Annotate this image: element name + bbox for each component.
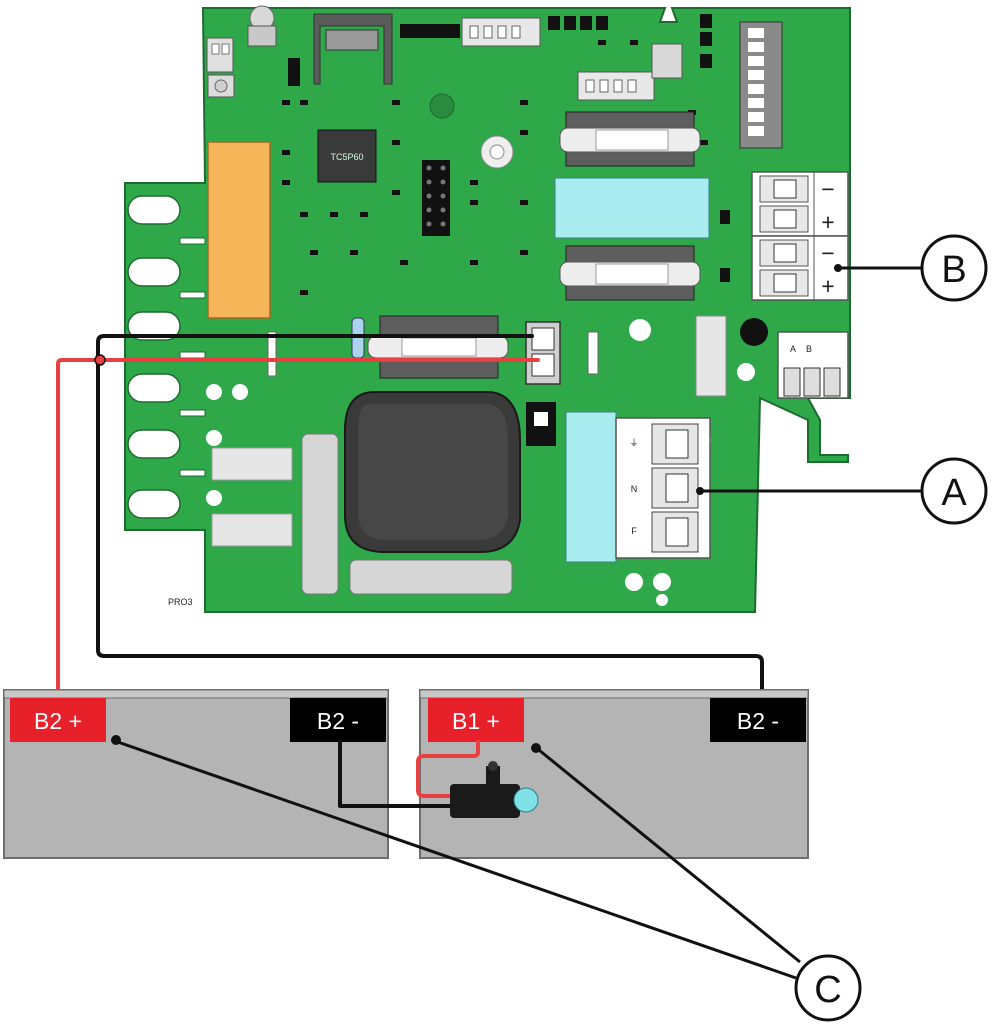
terminal-label-a: A bbox=[790, 344, 796, 354]
chip-marking: TC5P60 bbox=[330, 152, 363, 162]
battery-link bbox=[338, 740, 480, 808]
black-wire-main bbox=[96, 334, 764, 702]
battery-left: B2 + B2 - bbox=[3, 689, 389, 859]
fuse-lower bbox=[559, 245, 701, 301]
varistor bbox=[301, 433, 339, 595]
signal-terminal-ab: A B bbox=[777, 331, 849, 399]
battery-right-positive-terminal bbox=[428, 698, 524, 742]
fuse-upper bbox=[559, 111, 701, 167]
control-board: TC5P60 bbox=[124, 5, 851, 613]
relay bbox=[207, 141, 271, 319]
wiring bbox=[56, 334, 764, 702]
callout-leaders bbox=[111, 266, 922, 980]
battery-right: B1 + B2 - bbox=[419, 689, 809, 859]
battery-left-positive-label: B2 + bbox=[34, 708, 82, 734]
callout-c-letter: C bbox=[814, 969, 841, 1011]
board-model-label: PRO3 bbox=[168, 597, 193, 607]
resistor-block-1 bbox=[211, 447, 293, 481]
callout-a-letter: A bbox=[941, 472, 967, 514]
earth-mark: ⏚ bbox=[629, 438, 638, 448]
top-connector bbox=[206, 37, 234, 73]
battery-right-negative-terminal bbox=[710, 698, 806, 742]
capacitor-block-lower bbox=[565, 411, 617, 563]
neutral-mark: N bbox=[631, 484, 638, 494]
power-resistor bbox=[349, 559, 513, 595]
battery-right-positive-label: B1 + bbox=[452, 708, 500, 734]
terminal-sign: − bbox=[821, 240, 834, 266]
terminal-sign: + bbox=[821, 273, 834, 299]
dip-switch-bank bbox=[739, 21, 783, 149]
microcontroller bbox=[317, 129, 377, 183]
battery-left-negative-label: B2 - bbox=[317, 708, 359, 734]
callout-b-letter: B bbox=[941, 249, 966, 291]
battery-left-negative-terminal bbox=[290, 698, 386, 742]
pin-header bbox=[422, 160, 450, 236]
red-wire-main bbox=[56, 358, 540, 702]
terminal-sign: − bbox=[821, 176, 834, 202]
terminal-label-b: B bbox=[806, 344, 812, 354]
phase-mark: F bbox=[631, 526, 637, 536]
callout-a: A bbox=[920, 457, 988, 525]
battery-fuse bbox=[367, 315, 509, 379]
terminal-block-b: − + − + bbox=[751, 171, 849, 301]
mounting-slots bbox=[127, 195, 181, 519]
capacitor-block-upper bbox=[554, 177, 710, 239]
terminal-sign: + bbox=[821, 209, 834, 235]
smd-components bbox=[282, 40, 730, 295]
slot-separators bbox=[179, 237, 206, 477]
callout-dots bbox=[111, 264, 842, 753]
callout-c: C bbox=[794, 954, 862, 1022]
resistor-block-2 bbox=[211, 513, 293, 547]
callout-b: B bbox=[920, 234, 988, 302]
battery-left-positive-terminal bbox=[10, 698, 106, 742]
terminal-block-a: ⏚ N F bbox=[615, 417, 711, 559]
battery-right-negative-label: B2 - bbox=[737, 708, 779, 734]
inline-fuse-holder bbox=[450, 761, 539, 818]
fuse-clip-top bbox=[313, 13, 393, 85]
